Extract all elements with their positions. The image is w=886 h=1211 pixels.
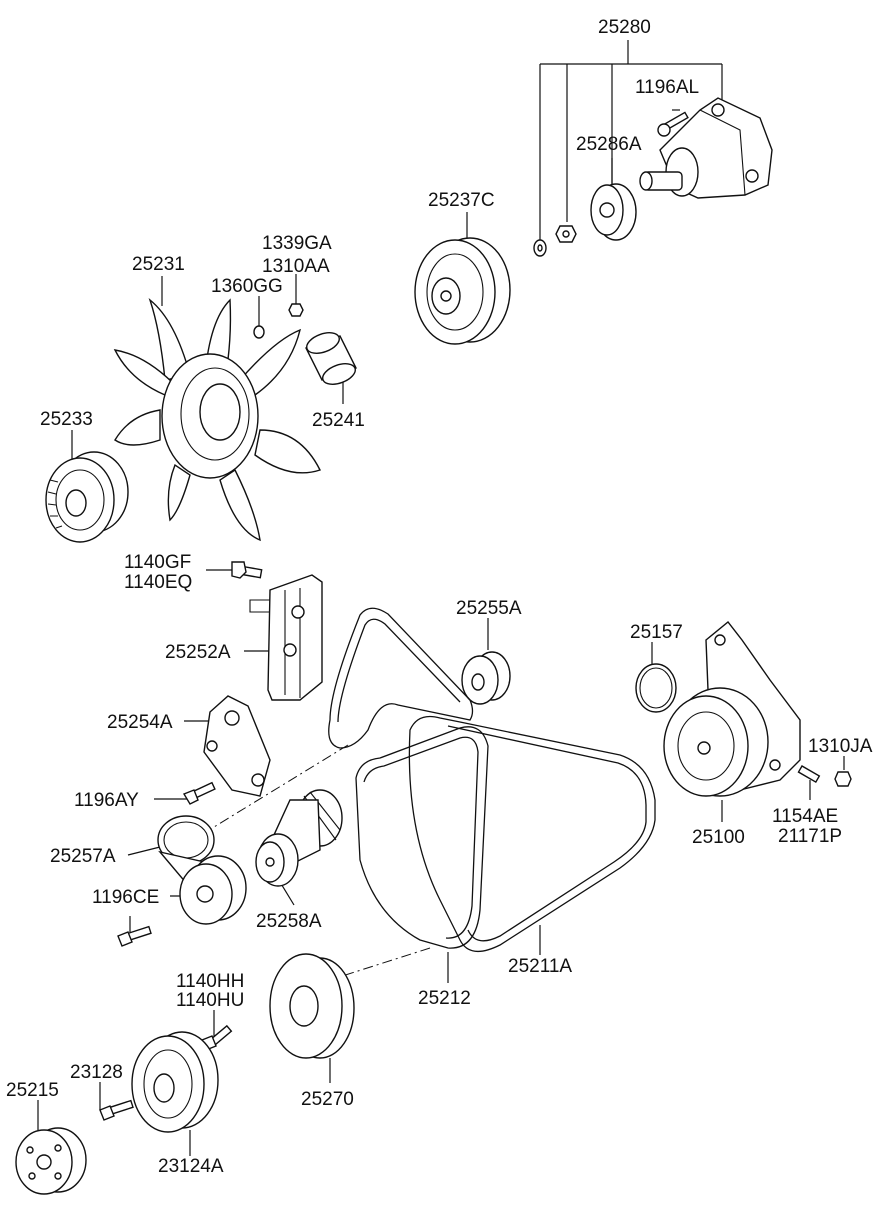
label-1360GG: 1360GG [211,276,283,297]
tensioner-bracket-icon [203,695,271,797]
damper-pulley-icon [269,953,355,1059]
label-25231: 25231 [132,254,185,275]
drive-belt-icon [408,715,656,952]
label-25241: 25241 [312,410,365,431]
vacuum-pump-icon [639,97,773,199]
bolt-icon [182,781,216,805]
label-25211A: 25211A [508,956,572,977]
o-ring-icon [635,663,677,713]
nut-icon [288,303,304,317]
label-25237C: 25237C [428,190,495,211]
bolt-icon [231,561,263,579]
label-1140HU: 1140HU [176,990,244,1011]
idler-pulley-icon [461,651,511,705]
hub-pulley-icon [15,1127,87,1195]
washer-icon [533,239,547,257]
spacer-icon [305,332,357,385]
label-1196AL: 1196AL [635,77,699,98]
label-1310JA: 1310JA [808,736,873,757]
label-23124A: 23124A [158,1156,224,1177]
drive-belt-icon [355,726,489,949]
nut-icon [555,225,577,243]
auto-tensioner-icon [255,789,343,887]
label-25215: 25215 [6,1080,59,1101]
label-25212: 25212 [418,988,471,1009]
label-25233: 25233 [40,409,93,430]
stud-icon [797,765,821,784]
label-1140EQ: 1140EQ [124,572,192,593]
label-25257A: 25257A [50,846,116,867]
belt-tensioner-icon [157,815,247,925]
water-pump-icon [663,621,801,797]
bracket-icon [249,574,323,701]
label-1140GF: 1140GF [124,552,191,573]
label-1196AY: 1196AY [74,790,139,811]
pulley-icon [414,237,511,345]
label-25157: 25157 [630,622,683,643]
label-1310AA: 1310AA [262,256,330,277]
bolt-icon [117,925,152,947]
bolt-icon [657,111,689,137]
label-25258A: 25258A [256,911,322,932]
label-23128: 23128 [70,1062,123,1083]
label-1196CE: 1196CE [92,887,159,908]
part-labels: 25280 1196AL 25286A 25237C 1339GA 1310AA… [6,17,873,1177]
label-1339GA: 1339GA [262,233,332,254]
label-25254A: 25254A [107,712,173,733]
label-1154AE: 1154AE [772,806,838,827]
washer-icon [253,325,265,339]
drive-belt-icon [328,607,474,749]
cooling-fan-icon [113,297,321,542]
label-25286A: 25286A [576,134,642,155]
label-25255A: 25255A [456,598,522,619]
nut-icon [834,771,852,787]
label-21171P: 21171P [778,826,842,847]
label-25100: 25100 [692,827,745,848]
label-25270: 25270 [301,1089,354,1110]
bolt-icon [99,1099,134,1121]
label-25252A: 25252A [165,642,231,663]
label-25280: 25280 [598,17,651,38]
coupling-icon [590,183,637,241]
label-1140HH: 1140HH [176,971,244,992]
fan-clutch-icon [45,451,129,543]
crank-pulley-icon [131,1031,219,1133]
